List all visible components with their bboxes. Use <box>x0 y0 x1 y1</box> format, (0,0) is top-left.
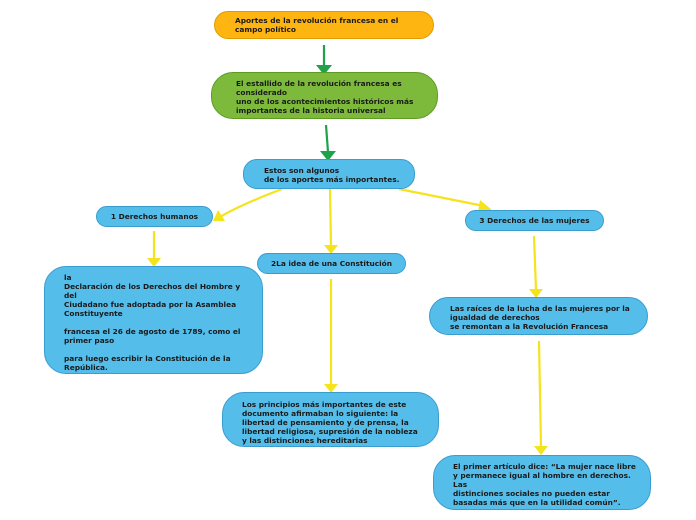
intro-node[interactable]: El estallido de la revolución francesa e… <box>211 72 438 119</box>
arrowhead-aportes-to-branch1 <box>213 210 225 221</box>
root-node[interactable]: Aportes de la revolución francesa en el … <box>214 11 434 39</box>
branch-derechos-mujeres[interactable]: 3 Derechos de las mujeres <box>465 210 604 231</box>
connector-aportes-to-branch3 <box>398 187 485 208</box>
connector-aportes-to-branch1 <box>219 187 283 218</box>
connector-branch3-to-detail3a <box>532 235 538 291</box>
connector-detail3a-to-detail3b <box>537 340 543 448</box>
aportes-node[interactable]: Estos son algunos de los aportes más imp… <box>243 159 415 189</box>
connector-aportes-to-branch2 <box>328 188 333 247</box>
connector-intro-to-aportes <box>324 124 330 153</box>
branch-idea-constitucion[interactable]: 2La idea de una Constitución <box>257 253 406 274</box>
arrowhead-detail3a-to-detail3b <box>534 446 548 455</box>
detail-declaracion[interactable]: la Declaración de los Derechos del Hombr… <box>44 266 263 374</box>
detail-raices-lucha[interactable]: Las raíces de la lucha de las mujeres po… <box>429 297 648 335</box>
branch-derechos-humanos[interactable]: 1 Derechos humanos <box>96 206 213 227</box>
detail-primer-articulo[interactable]: El primer artículo dice: “La mujer nace … <box>433 455 651 510</box>
detail-principios[interactable]: Los principios más importantes de este d… <box>222 392 439 447</box>
